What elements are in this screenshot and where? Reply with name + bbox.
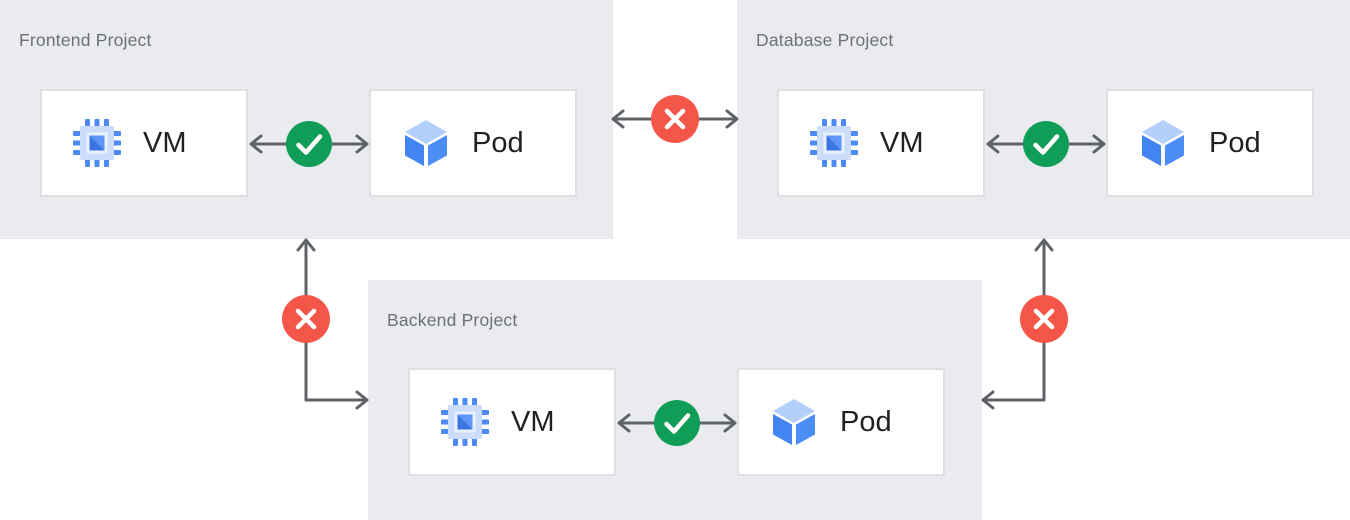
panel-database-project: Database Project VM Pod — [737, 0, 1350, 239]
panel-backend-project: Backend Project VM Pod — [368, 280, 982, 520]
x-icon — [1033, 308, 1055, 330]
database-pod-label: Pod — [1209, 126, 1261, 159]
elbow-line — [304, 240, 366, 402]
frontend-pod-node: Pod — [369, 89, 577, 197]
x-icon — [664, 108, 686, 130]
arrowhead-right — [355, 390, 369, 410]
arrowhead-up — [1034, 238, 1054, 252]
allowed-badge — [654, 400, 700, 446]
frontend-vm-node: VM — [40, 89, 248, 197]
elbow-line — [984, 240, 1046, 402]
database-pod-node: Pod — [1106, 89, 1314, 197]
arrowhead-left — [249, 134, 263, 154]
panel-frontend-title: Frontend Project — [19, 30, 152, 50]
frontend-pod-label: Pod — [472, 126, 524, 159]
check-icon — [664, 413, 691, 434]
vm-icon — [441, 398, 489, 446]
vm-icon — [73, 119, 121, 167]
arrowhead-right — [1092, 134, 1106, 154]
frontend-vm-label: VM — [143, 126, 187, 159]
arrowhead-left — [981, 390, 995, 410]
backend-vm-node: VM — [408, 368, 616, 476]
pod-icon — [773, 399, 815, 445]
connector-frontend-vm-pod-allowed — [249, 121, 369, 167]
connector-database-vm-pod-allowed — [986, 121, 1106, 167]
connector-database-backend-blocked — [981, 238, 1068, 410]
panel-database-title: Database Project — [756, 30, 894, 50]
panel-frontend-project: Frontend Project VM Pod — [0, 0, 613, 239]
database-vm-label: VM — [880, 126, 924, 159]
backend-pod-node: Pod — [737, 368, 945, 476]
backend-pod-label: Pod — [840, 405, 892, 438]
arrowhead-left — [986, 134, 1000, 154]
panel-backend-title: Backend Project — [387, 310, 518, 330]
check-icon — [296, 134, 323, 155]
arrowhead-right — [725, 109, 739, 129]
check-icon — [1033, 134, 1060, 155]
pod-icon — [405, 120, 447, 166]
connector-frontend-backend-blocked — [282, 238, 369, 410]
backend-vm-label: VM — [511, 405, 555, 438]
database-vm-node: VM — [777, 89, 985, 197]
arrowhead-up — [296, 238, 316, 252]
pod-icon — [1142, 120, 1184, 166]
arrowhead-left — [611, 109, 625, 129]
x-icon — [295, 308, 317, 330]
allowed-badge — [1023, 121, 1069, 167]
arrowhead-right — [723, 413, 737, 433]
arrowhead-left — [617, 413, 631, 433]
arrowhead-right — [355, 134, 369, 154]
connector-frontend-database-blocked — [611, 95, 739, 143]
connector-backend-vm-pod-allowed — [617, 400, 737, 446]
allowed-badge — [286, 121, 332, 167]
vm-icon — [810, 119, 858, 167]
